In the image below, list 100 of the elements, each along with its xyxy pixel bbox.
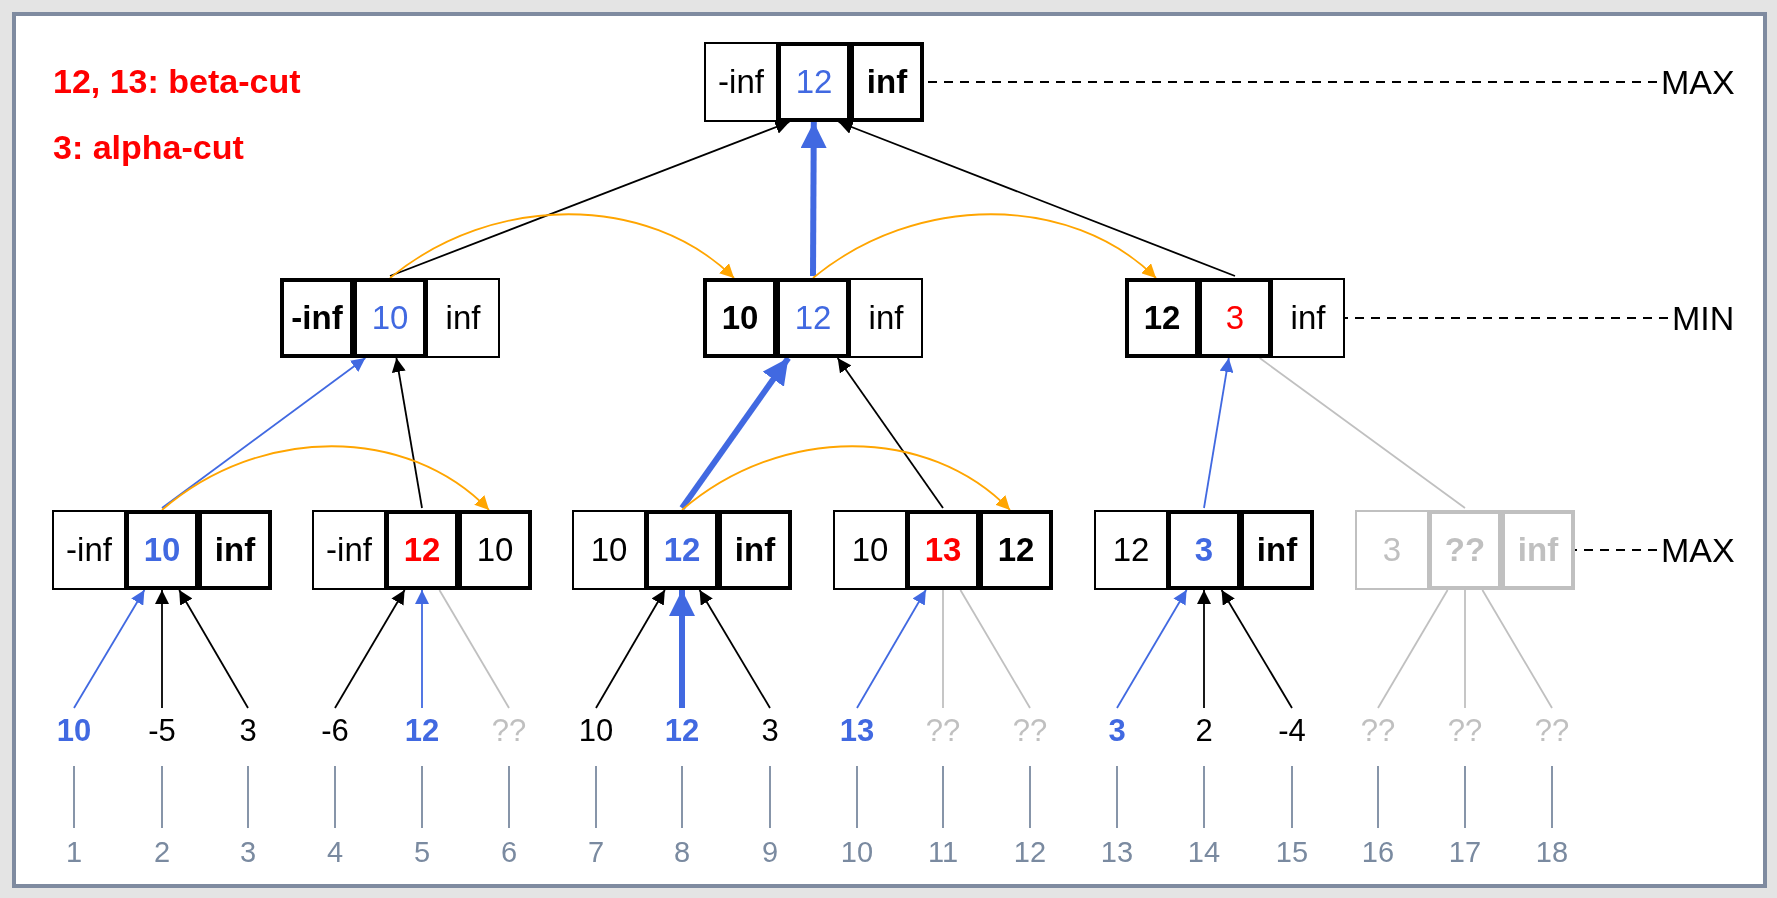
value-cell: 12 xyxy=(645,510,719,590)
value-cell: inf xyxy=(426,278,500,358)
leaf-index: 18 xyxy=(1535,832,1569,872)
value-cell: ?? xyxy=(1428,510,1502,590)
connector-line xyxy=(959,589,1031,709)
connector-line xyxy=(681,765,683,829)
value-cell: 12 xyxy=(979,510,1053,590)
connector-line xyxy=(1377,589,1449,709)
connector-line xyxy=(334,765,336,829)
connector-line xyxy=(73,765,75,829)
connector-line xyxy=(1029,765,1031,829)
connector-line xyxy=(1377,765,1379,829)
arrow xyxy=(161,357,367,509)
arrow xyxy=(812,213,1157,279)
arrow xyxy=(837,120,1236,277)
arrow xyxy=(698,589,771,709)
arrow xyxy=(389,120,791,277)
arrow xyxy=(391,357,423,509)
connector-line xyxy=(1258,357,1466,509)
connector-line xyxy=(161,765,163,829)
value-cell: inf xyxy=(1271,278,1345,358)
arrow xyxy=(1197,589,1211,709)
connector-line xyxy=(1464,765,1466,829)
cut-note: 12, 13: beta-cut xyxy=(53,62,301,101)
arrow xyxy=(681,445,1011,511)
leaf-value: -4 xyxy=(1278,710,1306,752)
arrow xyxy=(161,445,490,511)
connector-line xyxy=(942,589,944,709)
arrow xyxy=(334,589,406,709)
arrow xyxy=(595,589,666,709)
leaf-value: 3 xyxy=(239,710,257,752)
leader-line xyxy=(1574,549,1658,551)
leaf-value: ?? xyxy=(1012,710,1048,752)
value-cell: 10 xyxy=(458,510,532,590)
leaf-value: 12 xyxy=(404,710,440,752)
leaf-value: ?? xyxy=(1447,710,1483,752)
leaf-index: 4 xyxy=(326,832,344,872)
connector-line xyxy=(508,765,510,829)
leaf-value: 10 xyxy=(56,710,92,752)
connector-line xyxy=(1116,765,1118,829)
value-cell: inf xyxy=(849,278,923,358)
leaf-index: 3 xyxy=(239,832,257,872)
arrow xyxy=(800,121,827,277)
leaf-value: 3 xyxy=(761,710,779,752)
leaf-value: 13 xyxy=(839,710,875,752)
level-label: MAX xyxy=(1661,528,1735,572)
leaf-index: 14 xyxy=(1187,832,1221,872)
leaf-index: 6 xyxy=(500,832,518,872)
level-label: MIN xyxy=(1672,296,1735,340)
leaf-index: 15 xyxy=(1275,832,1309,872)
leaf-index: 13 xyxy=(1100,832,1134,872)
value-cell: -inf xyxy=(312,510,386,590)
leaf-index: 17 xyxy=(1448,832,1482,872)
leaf-value: -5 xyxy=(148,710,176,752)
value-cell: 12 xyxy=(1094,510,1168,590)
arrow xyxy=(1116,589,1188,709)
leaf-value: ?? xyxy=(491,710,527,752)
value-cell: 10 xyxy=(572,510,646,590)
value-cell: -inf xyxy=(280,278,354,358)
leaf-value: ?? xyxy=(1360,710,1396,752)
connector-line xyxy=(942,765,944,829)
arrow xyxy=(155,589,169,709)
connector-line xyxy=(1481,589,1553,709)
leaf-index: 2 xyxy=(153,832,171,872)
value-cell: 3 xyxy=(1167,510,1241,590)
leaf-value: 2 xyxy=(1195,710,1213,752)
value-cell: 3 xyxy=(1355,510,1429,590)
connector-line xyxy=(856,765,858,829)
arrow xyxy=(415,589,429,709)
value-cell: 12 xyxy=(777,42,851,122)
value-cell: 10 xyxy=(353,278,427,358)
leaf-index: 7 xyxy=(587,832,605,872)
connector-line xyxy=(1551,765,1553,829)
value-cell: 12 xyxy=(385,510,459,590)
value-cell: 12 xyxy=(776,278,850,358)
leaf-value: -6 xyxy=(321,710,349,752)
leaf-value: ?? xyxy=(1534,710,1570,752)
leaf-value: 10 xyxy=(578,710,614,752)
value-cell: -inf xyxy=(52,510,126,590)
leaf-index: 16 xyxy=(1361,832,1395,872)
connector-line xyxy=(438,589,510,709)
leaf-index: 10 xyxy=(840,832,874,872)
connector-line xyxy=(1203,765,1205,829)
value-cell: -inf xyxy=(704,42,778,122)
value-cell: inf xyxy=(1501,510,1575,590)
value-cell: 13 xyxy=(906,510,980,590)
arrow xyxy=(856,589,927,709)
value-cell: 10 xyxy=(833,510,907,590)
value-cell: inf xyxy=(198,510,272,590)
leaf-index: 1 xyxy=(65,832,83,872)
leaf-value: 12 xyxy=(664,710,700,752)
leaf-index: 9 xyxy=(761,832,779,872)
leaf-index: 12 xyxy=(1013,832,1047,872)
value-cell: 10 xyxy=(125,510,199,590)
connector-line xyxy=(1291,765,1293,829)
arrow xyxy=(73,589,146,709)
leaf-index: 8 xyxy=(673,832,691,872)
arrow xyxy=(836,357,944,509)
connector-line xyxy=(421,765,423,829)
leaf-index: 5 xyxy=(413,832,431,872)
